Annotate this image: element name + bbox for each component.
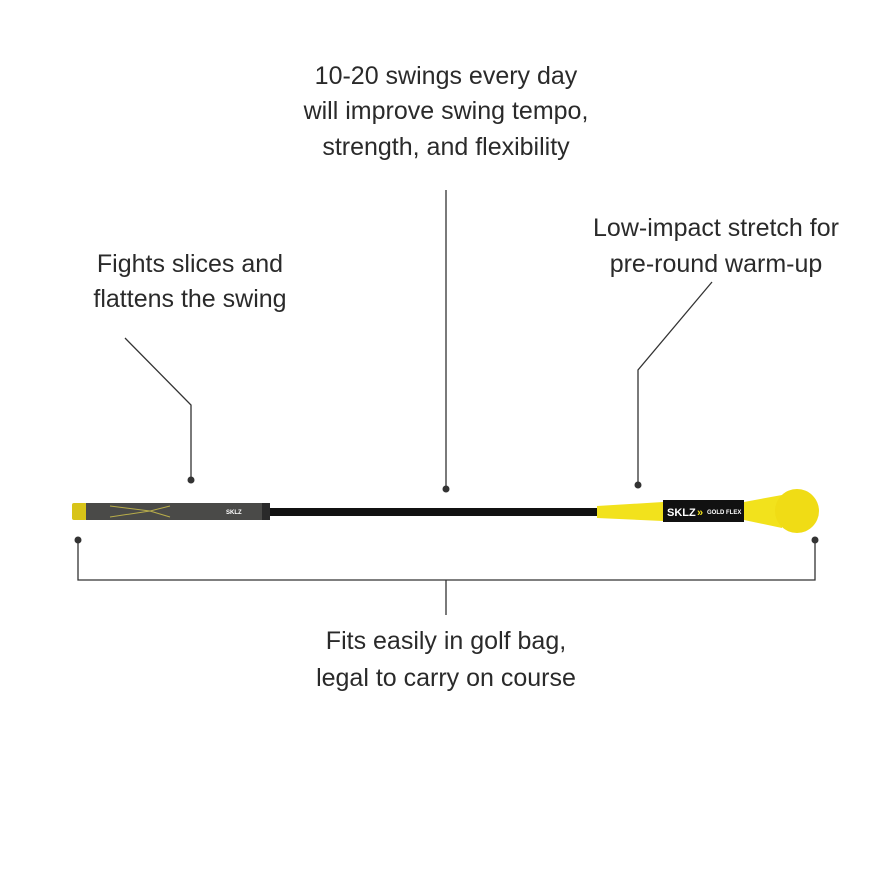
leader-dot-right (634, 481, 642, 489)
callout-bottom: Fits easily in golf bag, legal to carry … (316, 627, 576, 692)
callout-right-line-1: Low-impact stretch for (593, 214, 839, 242)
weight-neck (744, 495, 782, 528)
callout-right-line-2: pre-round warm-up (610, 250, 823, 278)
grip-brand-logo: SKLZ (226, 510, 242, 516)
bracket-dot-left (74, 536, 82, 544)
callout-right: Low-impact stretch for pre-round warm-up (593, 214, 839, 278)
brand-logo: SKLZ (667, 507, 696, 519)
grip-collar (262, 503, 270, 520)
leader-dot-left (187, 476, 195, 484)
callout-top-line-2: will improve swing tempo, (303, 97, 589, 125)
brand-chevron-icon: » (697, 507, 703, 519)
weighted-ball (775, 489, 819, 533)
length-bracket (77, 540, 816, 581)
leader-line-left (124, 337, 192, 480)
leader-dot-center (442, 485, 450, 493)
callout-bottom-line-2: legal to carry on course (316, 664, 576, 692)
shaft (269, 508, 604, 516)
model-name: GOLD FLEX (707, 510, 741, 516)
callout-left: Fights slices and flattens the swing (93, 250, 286, 313)
callout-top: 10-20 swings every day will improve swin… (303, 62, 589, 161)
callout-left-line-1: Fights slices and (97, 250, 283, 278)
leader-line-right (637, 281, 713, 485)
callout-top-line-3: strength, and flexibility (322, 133, 570, 161)
golf-swing-trainer: SKLZ SKLZ » GOLD FLEX (72, 489, 819, 533)
callout-left-line-2: flattens the swing (93, 285, 286, 313)
yellow-sleeve (597, 502, 663, 521)
grip-end-cap (72, 503, 87, 520)
grip (86, 503, 270, 520)
label-band (663, 500, 744, 522)
callout-bottom-line-1: Fits easily in golf bag, (326, 627, 566, 655)
grip-pattern (109, 505, 171, 518)
bracket-dot-right (811, 536, 819, 544)
callout-top-line-1: 10-20 swings every day (315, 62, 578, 90)
